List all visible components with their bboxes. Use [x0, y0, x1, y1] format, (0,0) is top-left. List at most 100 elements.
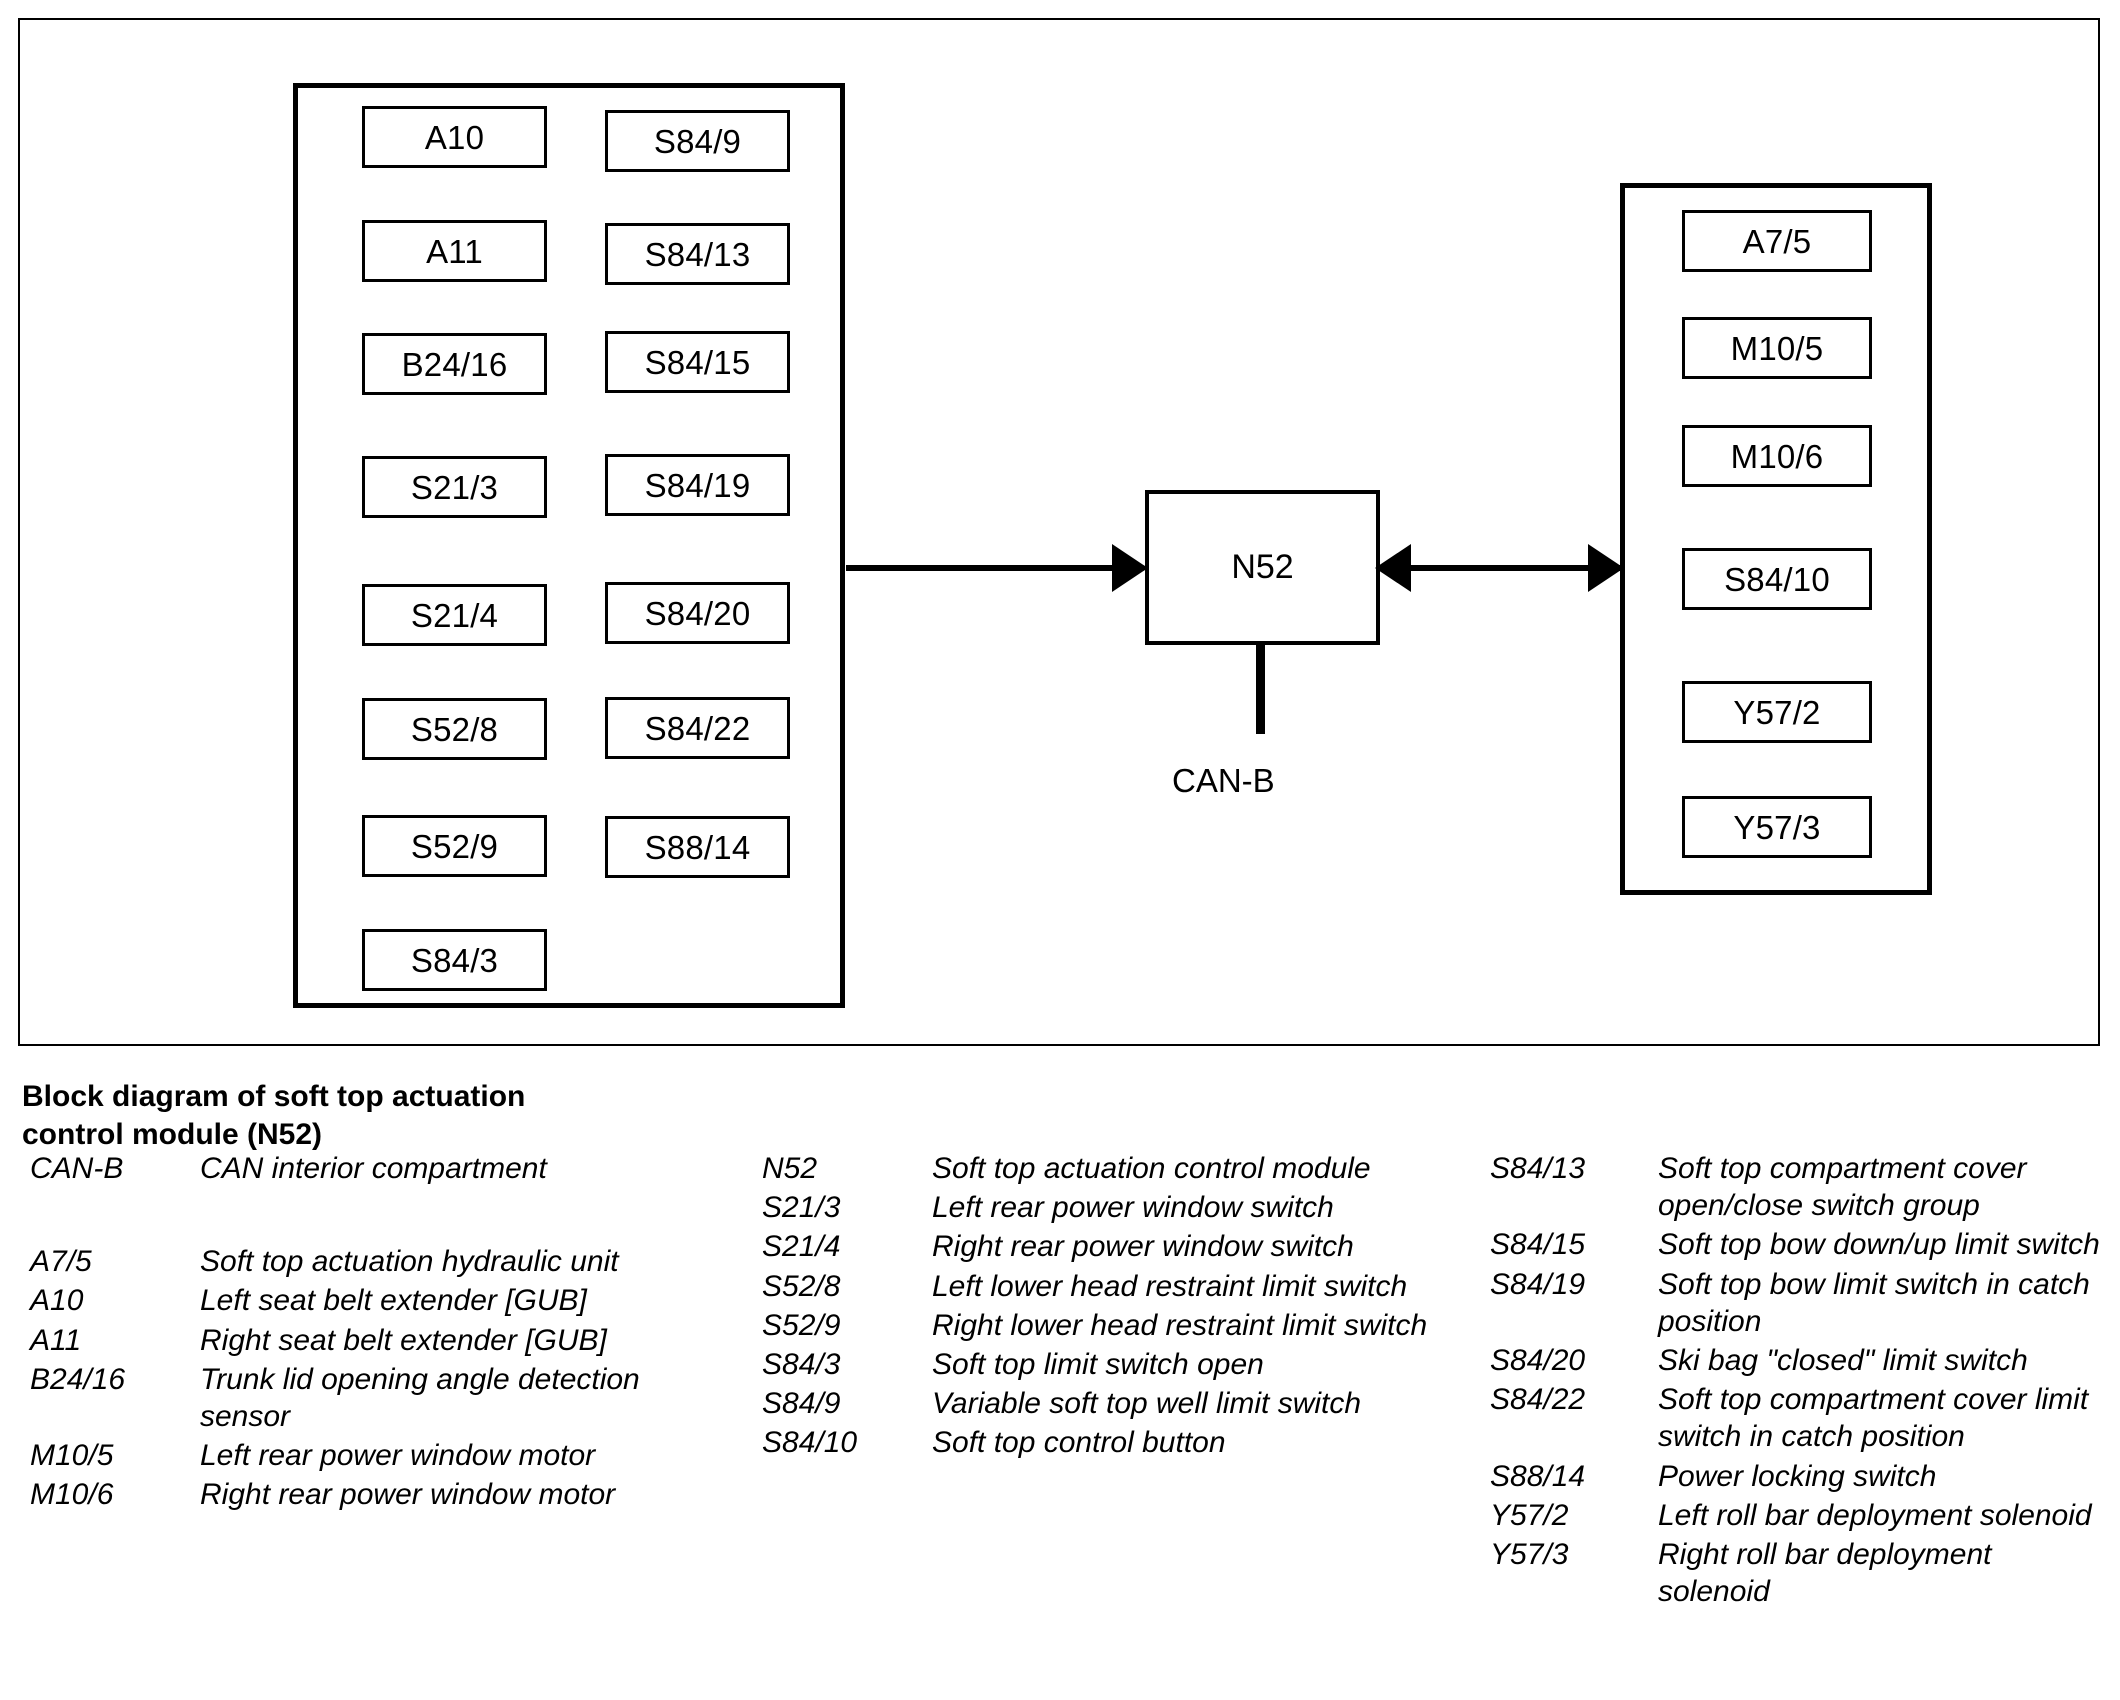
legend-description: Soft top bow limit switch in catch posit… — [1658, 1267, 2090, 1338]
legend-code: S21/4 — [762, 1230, 841, 1264]
legend-code: Y57/3 — [1490, 1537, 1569, 1571]
node-box-s84-15[interactable]: S84/15 — [605, 331, 790, 393]
legend-description: Right roll bar deployment solenoid — [1658, 1537, 1992, 1609]
arrowhead-into-controller-left — [1112, 544, 1148, 592]
legend-code: S52/9 — [762, 1308, 841, 1342]
legend-code: S84/20 — [1490, 1343, 1586, 1377]
legend-description: Left roll bar deployment solenoid — [1658, 1498, 2092, 1532]
legend-item-m10-5: M10/5 Left rear power window motor — [30, 1437, 730, 1474]
legend-code: S84/3 — [762, 1347, 841, 1381]
legend-column-2: N52 Soft top actuation control module S2… — [762, 1150, 1462, 1464]
legend-item-m10-6: M10/6 Right rear power window motor — [30, 1476, 730, 1513]
legend-item-can-b: CAN-B CAN interior compartment — [30, 1150, 730, 1187]
node-box-s84-19[interactable]: S84/19 — [605, 454, 790, 516]
node-box-m10-6[interactable]: M10/6 — [1682, 425, 1872, 487]
legend-item-s84-10: S84/10 Soft top control button — [762, 1424, 1462, 1461]
legend-code: S88/14 — [1490, 1459, 1586, 1493]
legend-item-y57-2: Y57/2 Left roll bar deployment solenoid — [1490, 1497, 2110, 1534]
node-box-s88-14[interactable]: S88/14 — [605, 816, 790, 878]
node-box-a10[interactable]: A10 — [362, 106, 547, 168]
legend-code: A7/5 — [30, 1245, 92, 1279]
legend-description: CAN interior compartment — [200, 1152, 547, 1185]
input-component-group-panel: A10 A11 B24/16 S21/3 S21/4 S52/8 S52/9 S… — [293, 83, 845, 1008]
legend-item-n52: N52 Soft top actuation control module — [762, 1150, 1462, 1187]
node-box-a7-5[interactable]: A7/5 — [1682, 210, 1872, 272]
legend-description: Right rear power window motor — [200, 1478, 616, 1512]
legend-code: CAN-B — [30, 1152, 124, 1185]
node-box-s84-9[interactable]: S84/9 — [605, 110, 790, 172]
can-bus-label: CAN-B — [1172, 762, 1275, 799]
legend-item-s84-9: S84/9 Variable soft top well limit switc… — [762, 1385, 1462, 1422]
legend-item-s84-19: S84/19 Soft top bow limit switch in catc… — [1490, 1266, 2110, 1340]
legend-code: B24/16 — [30, 1362, 126, 1396]
legend-item-s21-4: S21/4 Right rear power window switch — [762, 1228, 1462, 1265]
legend-code: S84/19 — [1490, 1267, 1586, 1301]
node-box-s21-4[interactable]: S21/4 — [362, 584, 547, 646]
output-component-group-panel: A7/5 M10/5 M10/6 S84/10 Y57/2 Y57/3 — [1620, 183, 1932, 895]
legend-item-s84-3: S84/3 Soft top limit switch open — [762, 1346, 1462, 1383]
legend-item-s52-9: S52/9 Right lower head restraint limit s… — [762, 1307, 1462, 1344]
node-box-s84-22[interactable]: S84/22 — [605, 697, 790, 759]
can-bus-stub-line — [1256, 644, 1265, 734]
legend-description: Soft top compartment cover open/close sw… — [1658, 1152, 2027, 1223]
legend-description: Soft top compartment cover limit switch … — [1658, 1383, 2089, 1454]
legend-description: Soft top bow down/up limit switch — [1658, 1228, 2100, 1262]
caption-line-2: control module (N52) — [22, 1118, 323, 1152]
node-box-s21-3[interactable]: S21/3 — [362, 456, 547, 518]
node-box-y57-3[interactable]: Y57/3 — [1682, 796, 1872, 858]
legend-code: S84/13 — [1490, 1152, 1586, 1185]
node-box-b24-16[interactable]: B24/16 — [362, 333, 547, 395]
legend-description: Soft top actuation control module — [932, 1152, 1371, 1185]
node-box-s84-13[interactable]: S84/13 — [605, 223, 790, 285]
node-box-s52-9[interactable]: S52/9 — [362, 815, 547, 877]
node-box-s84-3[interactable]: S84/3 — [362, 929, 547, 991]
legend-item-a11: A11 Right seat belt extender [GUB] — [30, 1322, 730, 1359]
component-legend: CAN-B CAN interior compartment A7/5 Soft… — [0, 1150, 2120, 1700]
legend-code: Y57/2 — [1490, 1498, 1569, 1532]
legend-code: M10/5 — [30, 1439, 114, 1473]
node-box-s84-20[interactable]: S84/20 — [605, 582, 790, 644]
legend-description: Right lower head restraint limit switch — [932, 1308, 1428, 1342]
legend-item-s84-15: S84/15 Soft top bow down/up limit switch — [1490, 1226, 2110, 1263]
legend-code: S84/10 — [762, 1426, 858, 1460]
legend-item-b24-16: B24/16 Trunk lid opening angle detection… — [30, 1361, 730, 1435]
connector-line-inputs-to-controller — [846, 565, 1116, 571]
arrowhead-into-controller-right — [1375, 544, 1411, 592]
legend-description: Power locking switch — [1658, 1459, 1937, 1493]
controller-node-n52[interactable]: N52 — [1145, 490, 1380, 645]
legend-code: M10/6 — [30, 1478, 114, 1512]
legend-description: Right seat belt extender [GUB] — [200, 1323, 607, 1357]
legend-description: Left lower head restraint limit switch — [932, 1269, 1408, 1303]
legend-code: S52/8 — [762, 1269, 841, 1303]
legend-code: S84/9 — [762, 1387, 841, 1421]
diagram-caption: Block diagram of soft top actuation cont… — [22, 1078, 722, 1155]
legend-description: Soft top actuation hydraulic unit — [200, 1245, 619, 1279]
legend-code: S21/3 — [762, 1191, 841, 1225]
legend-description: Trunk lid opening angle detection sensor — [200, 1362, 640, 1433]
legend-code: A10 — [30, 1284, 84, 1318]
node-box-s52-8[interactable]: S52/8 — [362, 698, 547, 760]
legend-item-s84-20: S84/20 Ski bag "closed" limit switch — [1490, 1342, 2110, 1379]
legend-description: Variable soft top well limit switch — [932, 1387, 1362, 1421]
legend-description: Ski bag "closed" limit switch — [1658, 1343, 2028, 1377]
connector-line-controller-to-outputs — [1384, 565, 1622, 571]
legend-code: A11 — [30, 1323, 82, 1357]
legend-item-s84-13: S84/13 Soft top compartment cover open/c… — [1490, 1150, 2110, 1224]
legend-code: N52 — [762, 1152, 818, 1185]
legend-description: Left seat belt extender [GUB] — [200, 1284, 587, 1318]
legend-description: Soft top control button — [932, 1426, 1226, 1460]
legend-item-s84-22: S84/22 Soft top compartment cover limit … — [1490, 1381, 2110, 1455]
legend-column-1: CAN-B CAN interior compartment A7/5 Soft… — [30, 1150, 730, 1516]
legend-description: Left rear power window switch — [932, 1191, 1334, 1225]
legend-code: S84/15 — [1490, 1228, 1586, 1262]
legend-item-a7-5: A7/5 Soft top actuation hydraulic unit — [30, 1243, 730, 1280]
node-box-m10-5[interactable]: M10/5 — [1682, 317, 1872, 379]
legend-code: S84/22 — [1490, 1383, 1586, 1417]
caption-line-1: Block diagram of soft top actuation — [22, 1080, 526, 1113]
node-box-s84-10[interactable]: S84/10 — [1682, 548, 1872, 610]
legend-description: Soft top limit switch open — [932, 1347, 1264, 1381]
diagram-outer-frame: A10 A11 B24/16 S21/3 S21/4 S52/8 S52/9 S… — [18, 18, 2100, 1046]
node-box-y57-2[interactable]: Y57/2 — [1682, 681, 1872, 743]
legend-description: Left rear power window motor — [200, 1439, 596, 1473]
node-box-a11[interactable]: A11 — [362, 220, 547, 282]
